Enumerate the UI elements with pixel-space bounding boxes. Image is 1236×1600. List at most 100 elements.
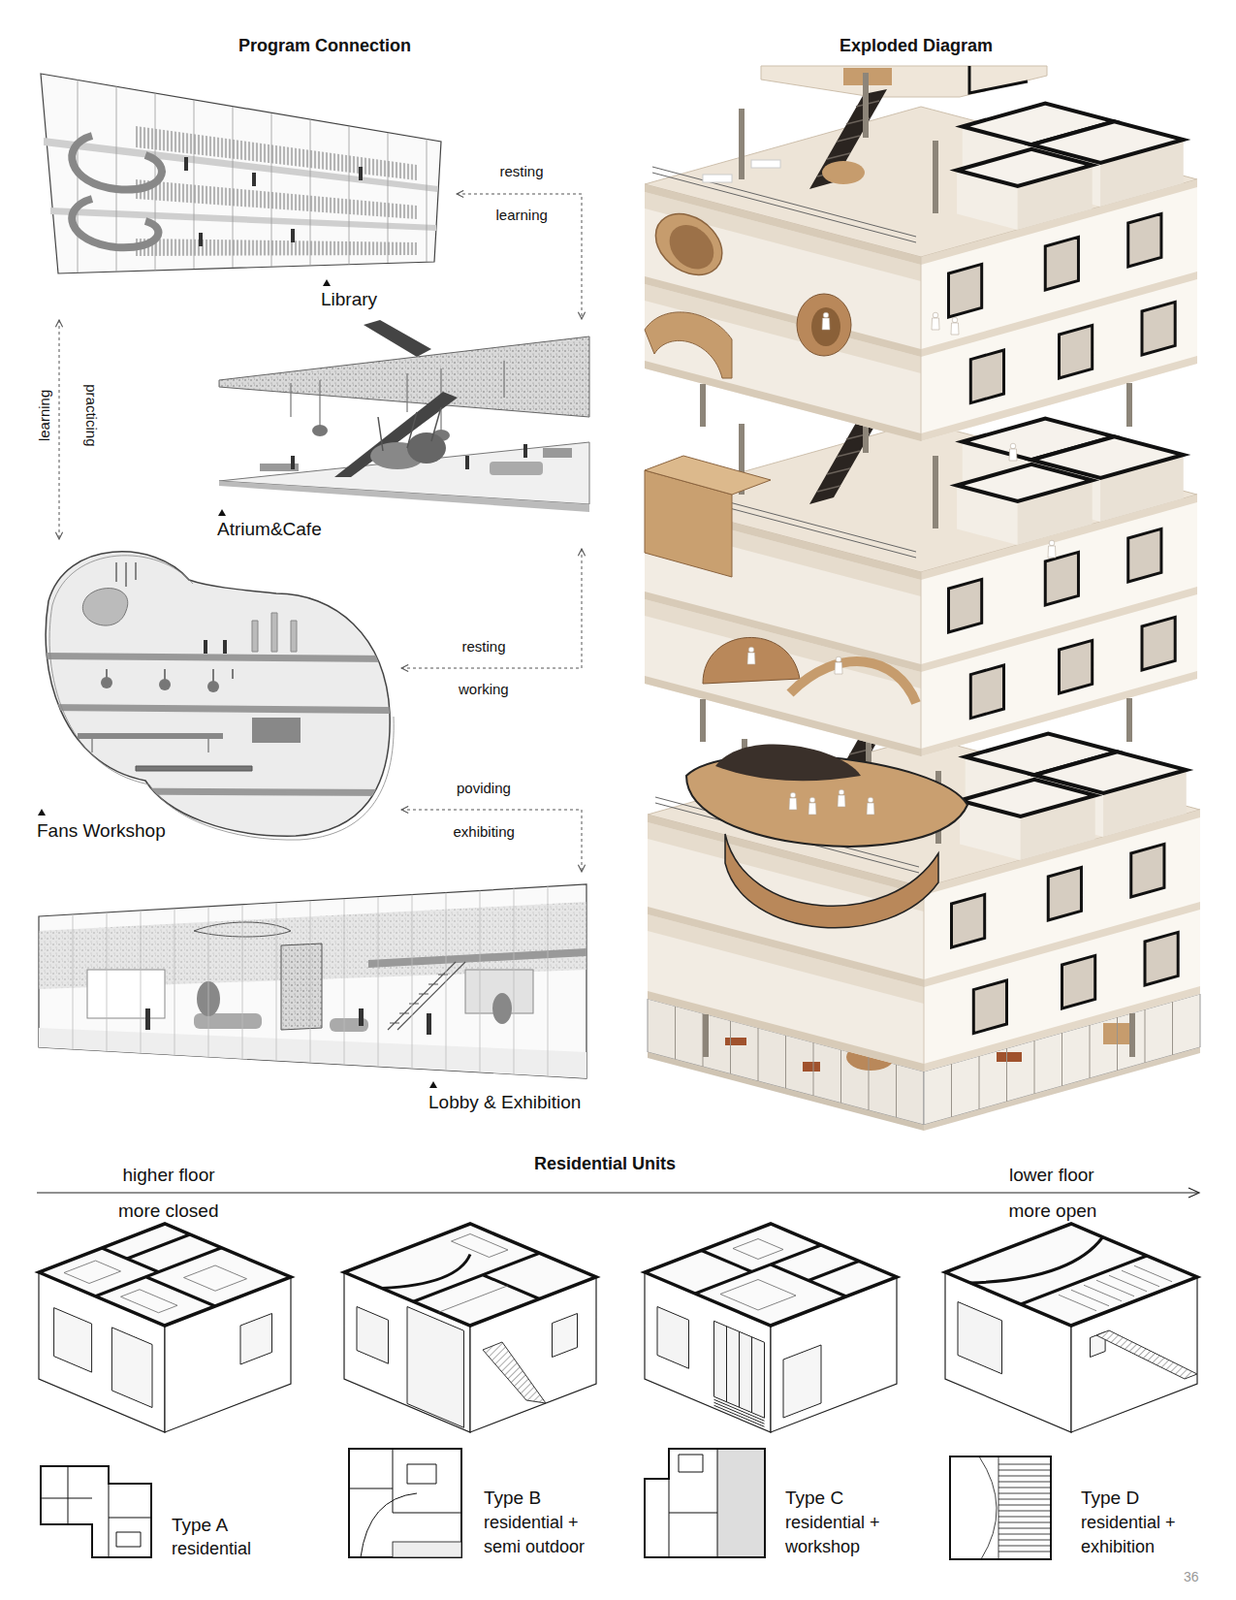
connection-word: exhibiting bbox=[453, 823, 515, 842]
illustration-use bbox=[644, 72, 1198, 442]
illustration-use bbox=[747, 646, 756, 665]
illustration-polygon bbox=[40, 73, 442, 274]
illustration-use bbox=[644, 1223, 897, 1432]
illustration-path bbox=[725, 833, 939, 928]
illustration-path bbox=[970, 1234, 1147, 1304]
illustration-polygon bbox=[760, 65, 1047, 97]
illustration-rect bbox=[542, 447, 572, 458]
program-panel: Fans Workshop bbox=[34, 544, 396, 845]
illustration-rect bbox=[996, 1051, 1022, 1062]
unit-b-drawing bbox=[344, 1223, 597, 1432]
illustration-polygon bbox=[281, 943, 322, 1030]
illustration-g bbox=[356, 1229, 597, 1327]
lobby-illustration bbox=[38, 884, 587, 1088]
illustration-rect bbox=[392, 1541, 462, 1557]
illustration-rect bbox=[717, 1448, 765, 1557]
illustration-ellipse bbox=[822, 160, 865, 185]
illustration-g bbox=[957, 1301, 1003, 1374]
illustration-use bbox=[834, 656, 843, 674]
illustration-ellipse bbox=[796, 293, 852, 356]
illustration-path bbox=[378, 407, 442, 451]
illustration-rect bbox=[702, 174, 732, 183]
illustration-path bbox=[54, 1302, 153, 1408]
illustration-g bbox=[240, 1313, 273, 1365]
unit-type: Type A bbox=[171, 1513, 228, 1537]
unit-panel: Type Bresidential + semi outdoor bbox=[341, 1223, 633, 1561]
panel-label: Fans Workshop bbox=[36, 819, 166, 843]
illustration-use bbox=[945, 1223, 1198, 1432]
illustration-ellipse bbox=[312, 424, 328, 437]
connection-word: working bbox=[458, 680, 509, 699]
illustration-rect bbox=[193, 1013, 262, 1029]
illustration-use bbox=[644, 387, 1198, 757]
illustration-g bbox=[54, 1302, 153, 1408]
illustration-path bbox=[657, 1297, 765, 1419]
axis-label: higher floor bbox=[123, 1163, 216, 1187]
illustration-path bbox=[644, 1223, 897, 1326]
illustration-use bbox=[837, 789, 846, 807]
illustration-use bbox=[808, 796, 817, 815]
illustration-ellipse bbox=[811, 307, 841, 347]
illustration-ellipse bbox=[655, 206, 722, 283]
illustration-polygon bbox=[322, 279, 331, 286]
program-panel: Library bbox=[38, 69, 451, 315]
illustration-g bbox=[38, 1223, 291, 1326]
illustration-g bbox=[657, 1297, 765, 1427]
illustration-g bbox=[644, 387, 1198, 757]
illustration-path bbox=[184, 157, 363, 247]
illustration-path bbox=[714, 1320, 765, 1427]
illustration-rect bbox=[751, 159, 781, 168]
illustration-use bbox=[789, 792, 797, 810]
illustration-path bbox=[668, 1448, 718, 1557]
illustration-polygon bbox=[647, 1051, 924, 1131]
page-number: 36 bbox=[1183, 1568, 1200, 1586]
illustration-use bbox=[647, 702, 1201, 1072]
illustration-polygon bbox=[38, 1027, 587, 1078]
illustration-rect bbox=[348, 1448, 462, 1557]
illustration-g bbox=[647, 702, 1201, 1131]
illustration-path bbox=[290, 443, 528, 470]
panel-label: Library bbox=[320, 287, 378, 312]
illustration-circle bbox=[158, 678, 171, 691]
illustration-circle bbox=[100, 676, 113, 689]
unit-description: residential + semi outdoor bbox=[483, 1510, 610, 1559]
illustration-rect bbox=[489, 461, 543, 476]
illustration-use bbox=[931, 312, 940, 330]
library-illustration bbox=[40, 73, 442, 286]
unit-type: Type B bbox=[483, 1486, 541, 1510]
axis-label: more open bbox=[1009, 1199, 1098, 1223]
unit-description: residential bbox=[171, 1536, 298, 1561]
illustration-rect bbox=[802, 1061, 821, 1072]
edge-label: learning bbox=[35, 387, 55, 442]
unit-type: Type C bbox=[785, 1486, 844, 1510]
dashed-connector bbox=[456, 193, 582, 319]
illustration-path bbox=[240, 1313, 273, 1365]
illustration-use bbox=[866, 796, 875, 815]
illustration-g bbox=[644, 72, 1198, 442]
illustration-path bbox=[71, 135, 162, 191]
connection-word: learning bbox=[496, 206, 548, 225]
illustration-polygon bbox=[135, 238, 417, 256]
dashed-connector bbox=[401, 809, 582, 872]
illustration-polygon bbox=[37, 808, 46, 816]
illustration-path bbox=[356, 1234, 553, 1313]
illustration-path bbox=[290, 360, 505, 432]
atrium-illustration bbox=[218, 319, 590, 516]
panel-label: Lobby & Exhibition bbox=[428, 1090, 581, 1114]
unit-panel: Type Dresidential + exhibition bbox=[940, 1223, 1222, 1561]
unit-panel: Type Cresidential + workshop bbox=[639, 1223, 931, 1561]
dashed-connector bbox=[59, 319, 61, 539]
panel-label: Atrium&Cafe bbox=[217, 517, 322, 541]
unit-description: residential + exhibition bbox=[1080, 1510, 1207, 1559]
illustration-path bbox=[40, 1465, 152, 1557]
illustration-polygon bbox=[368, 948, 587, 968]
illustration-path bbox=[106, 668, 233, 683]
connection-word: practicing bbox=[82, 383, 101, 446]
program-panel: Atrium&Cafe bbox=[211, 324, 597, 543]
illustration-polygon bbox=[644, 455, 771, 495]
section-heading: Program Connection bbox=[238, 34, 412, 58]
illustration-polygon bbox=[482, 1341, 546, 1403]
illustration-path bbox=[552, 1313, 578, 1358]
